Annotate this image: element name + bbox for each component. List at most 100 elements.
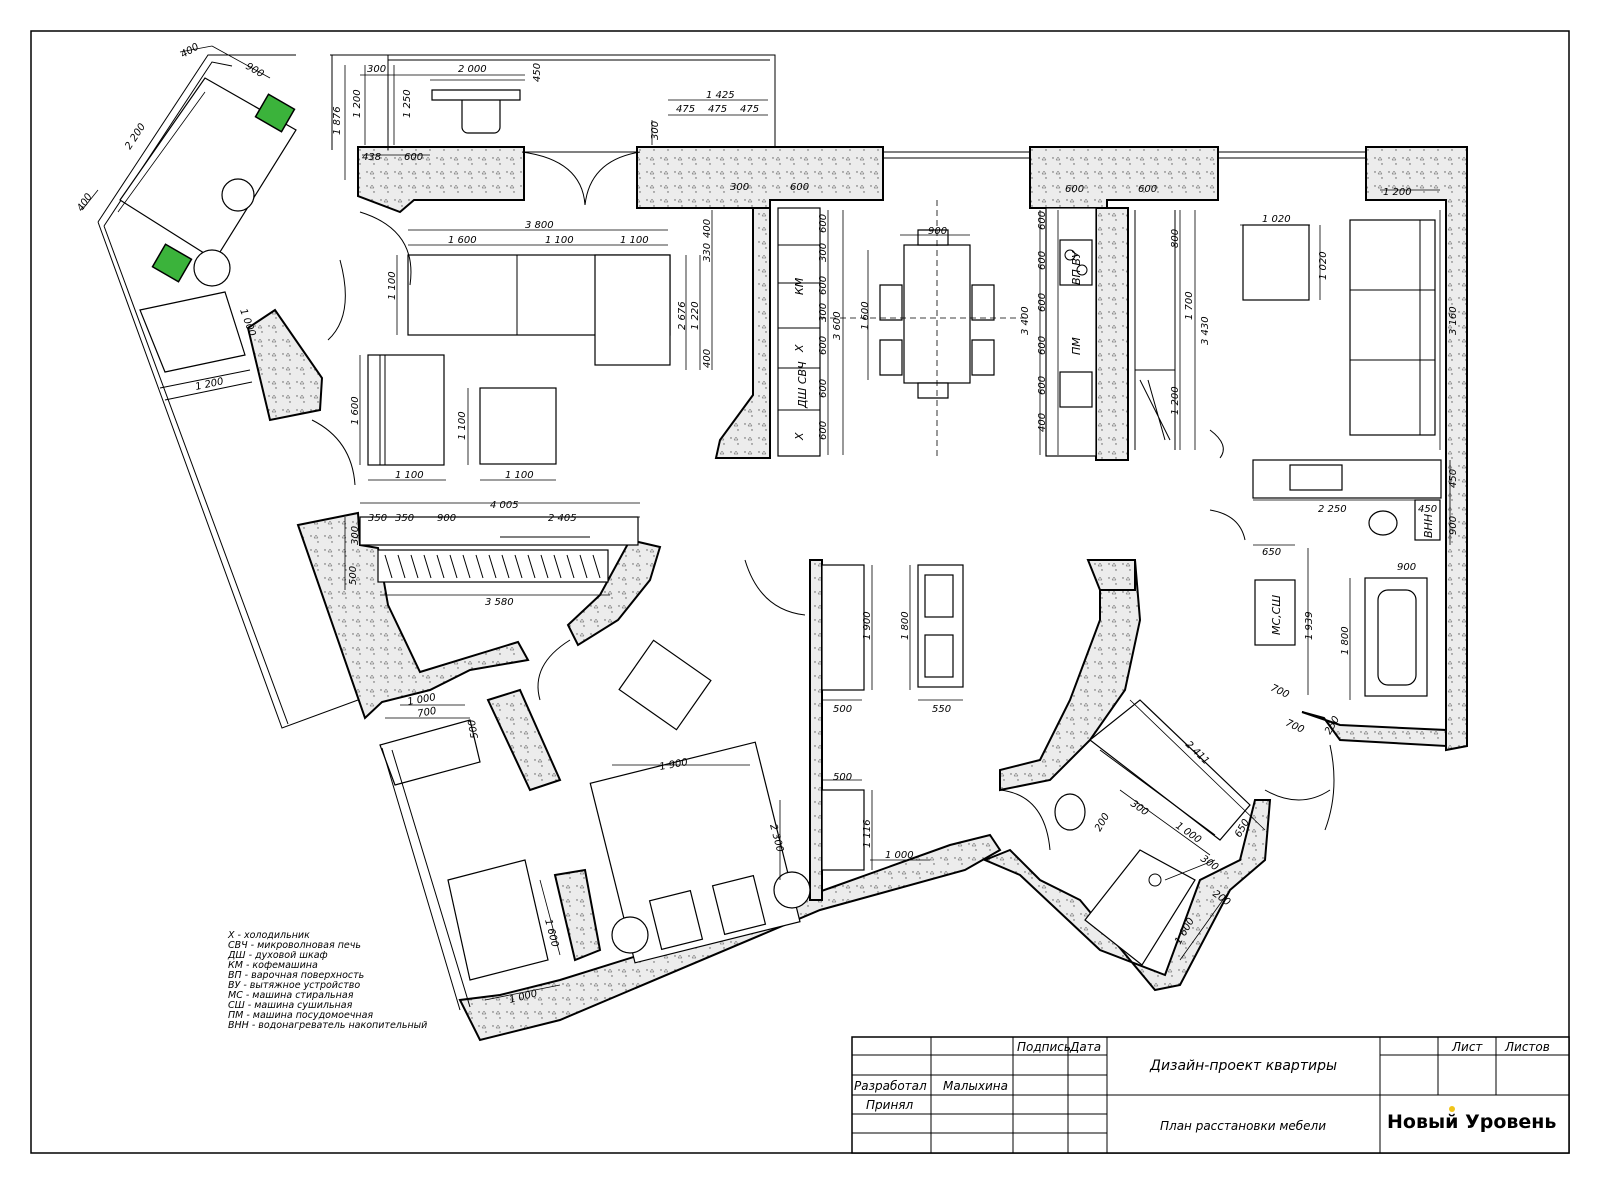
dim-label: 475 xyxy=(740,104,759,115)
dim-label: 600 xyxy=(818,214,829,233)
dim-label: 300 xyxy=(730,182,749,193)
dim-label: 800 xyxy=(1170,229,1181,248)
dim-label: 200 xyxy=(1093,811,1112,833)
dim-label: 3 400 xyxy=(1020,306,1031,335)
appliance-vnn: ВНН xyxy=(1422,514,1435,538)
dim-label: 1 700 xyxy=(1184,291,1195,320)
dim-label: 600 xyxy=(1138,184,1157,195)
tb-sheet-header: Лист xyxy=(1451,1040,1483,1054)
dim-label: 600 xyxy=(1065,184,1084,195)
sheet-frame xyxy=(30,30,1570,1154)
windows xyxy=(524,151,1366,159)
dim-label: 1 020 xyxy=(1318,251,1329,280)
dim-label: 1 100 xyxy=(457,411,468,440)
dim-label: 600 xyxy=(818,421,829,440)
legend-item: ДШ - духовой шкаф xyxy=(227,950,328,961)
legend-item: СШ - машина сушильная xyxy=(228,1000,353,1011)
appliance-ms-sh: МС,СШ xyxy=(1270,595,1283,635)
dim-label: 1 900 xyxy=(862,611,873,640)
dim-label: 1 100 xyxy=(620,235,649,246)
tb-developer-name: Малыхина xyxy=(943,1079,1008,1093)
dim-label: 3 800 xyxy=(525,220,554,231)
dim-label: 450 xyxy=(532,63,543,82)
dim-label: 600 xyxy=(790,182,809,193)
dim-label: 1 600 xyxy=(860,301,871,330)
tb-project-title: Дизайн-проект квартиры xyxy=(1149,1058,1337,1074)
dim-label: 300 xyxy=(367,64,386,75)
tb-signature-header: Подпись xyxy=(1017,1040,1071,1054)
title-block: Подпись Дата Лист Листов Разработал Малы… xyxy=(851,1036,1570,1154)
dim-label: 1 100 xyxy=(395,470,424,481)
dim-label: 900 xyxy=(928,226,947,237)
dim-label: 400 xyxy=(702,219,713,238)
dim-label: 700 xyxy=(1284,718,1306,736)
dim-label: 1 600 xyxy=(350,396,361,425)
dim-label: 1 100 xyxy=(505,470,534,481)
legend-item: СВЧ - микроволновая печь xyxy=(228,940,361,951)
dim-label: 2 000 xyxy=(458,64,487,75)
dim-label: 475 xyxy=(708,104,727,115)
legend-item: ВНН - водонагреватель накопительный xyxy=(228,1020,427,1031)
dim-label: 600 xyxy=(818,336,829,355)
dim-label: 600 xyxy=(1037,336,1048,355)
appliance-vp-vu: ВП ВУ xyxy=(1070,250,1083,285)
tb-sheets-header: Листов xyxy=(1504,1040,1550,1054)
dim-label: 1 250 xyxy=(402,89,413,118)
dim-label: 600 xyxy=(1037,376,1048,395)
dim-label: 2 250 xyxy=(1318,504,1347,515)
dim-label: 1 939 xyxy=(1304,611,1315,640)
tb-date-header: Дата xyxy=(1069,1040,1101,1054)
dim-label: 300 xyxy=(818,243,829,262)
dim-label: 500 xyxy=(467,719,481,740)
legend: Х - холодильник СВЧ - микроволновая печь… xyxy=(227,930,427,1031)
appliance-x2: Х xyxy=(793,432,806,441)
dim-label: 1 000 xyxy=(407,692,437,708)
walls xyxy=(246,146,1468,1042)
brand-dot-icon xyxy=(1449,1106,1455,1112)
brand-logo: Новый Уровень xyxy=(1387,1111,1556,1133)
dim-label: 2 200 xyxy=(123,122,148,152)
dimension-lines xyxy=(81,45,1451,1001)
dim-label: 1 000 xyxy=(885,850,914,861)
dim-label: 1 800 xyxy=(1340,626,1351,655)
legend-item: ВУ - вытяжное устройство xyxy=(228,980,360,991)
dim-label: 300 xyxy=(818,303,829,322)
dim-label: 600 xyxy=(818,379,829,398)
dim-label: 700 xyxy=(1269,683,1291,701)
legend-item: МС - машина стиральная xyxy=(228,990,354,1001)
furniture xyxy=(119,77,1442,1011)
dim-label: 500 xyxy=(833,772,852,783)
tb-role-accepted: Принял xyxy=(866,1098,914,1112)
dim-label: 300 xyxy=(650,121,661,140)
dim-label: 550 xyxy=(932,704,951,715)
dim-label: 1 000 xyxy=(237,307,257,338)
dim-label: 1 876 xyxy=(332,106,343,135)
dim-label: 400 xyxy=(179,42,201,61)
dim-label: 400 xyxy=(702,349,713,368)
dim-label: 438 xyxy=(362,152,381,163)
dim-label: 4 005 xyxy=(490,500,519,511)
dim-label: 3 580 xyxy=(485,597,514,608)
dim-label: 600 xyxy=(404,152,423,163)
dim-label: 1 220 xyxy=(690,301,701,330)
appliance-dsh-svch: ДШ СВЧ xyxy=(796,361,809,409)
dim-label: 2 676 xyxy=(677,301,688,330)
appliance-km: КМ xyxy=(793,277,806,295)
dim-label: 1 200 xyxy=(352,89,363,118)
dim-label: 300 xyxy=(1128,798,1150,818)
appliance-pm: ПМ xyxy=(1070,337,1083,355)
dim-label: 1 900 xyxy=(659,757,689,773)
tb-role-developed: Разработал xyxy=(854,1079,927,1093)
dim-label: 900 xyxy=(1448,516,1459,535)
dim-label: 1 020 xyxy=(1262,214,1291,225)
dim-label: 900 xyxy=(437,513,456,524)
dim-label: 1 116 xyxy=(862,819,873,848)
dim-label: 450 xyxy=(1418,504,1437,515)
dim-label: 2 405 xyxy=(548,513,577,524)
dim-label: 3 600 xyxy=(832,311,843,340)
dim-label: 400 xyxy=(75,192,95,214)
dim-label: 1 200 xyxy=(1170,386,1181,415)
dim-label: 330 xyxy=(702,243,713,262)
